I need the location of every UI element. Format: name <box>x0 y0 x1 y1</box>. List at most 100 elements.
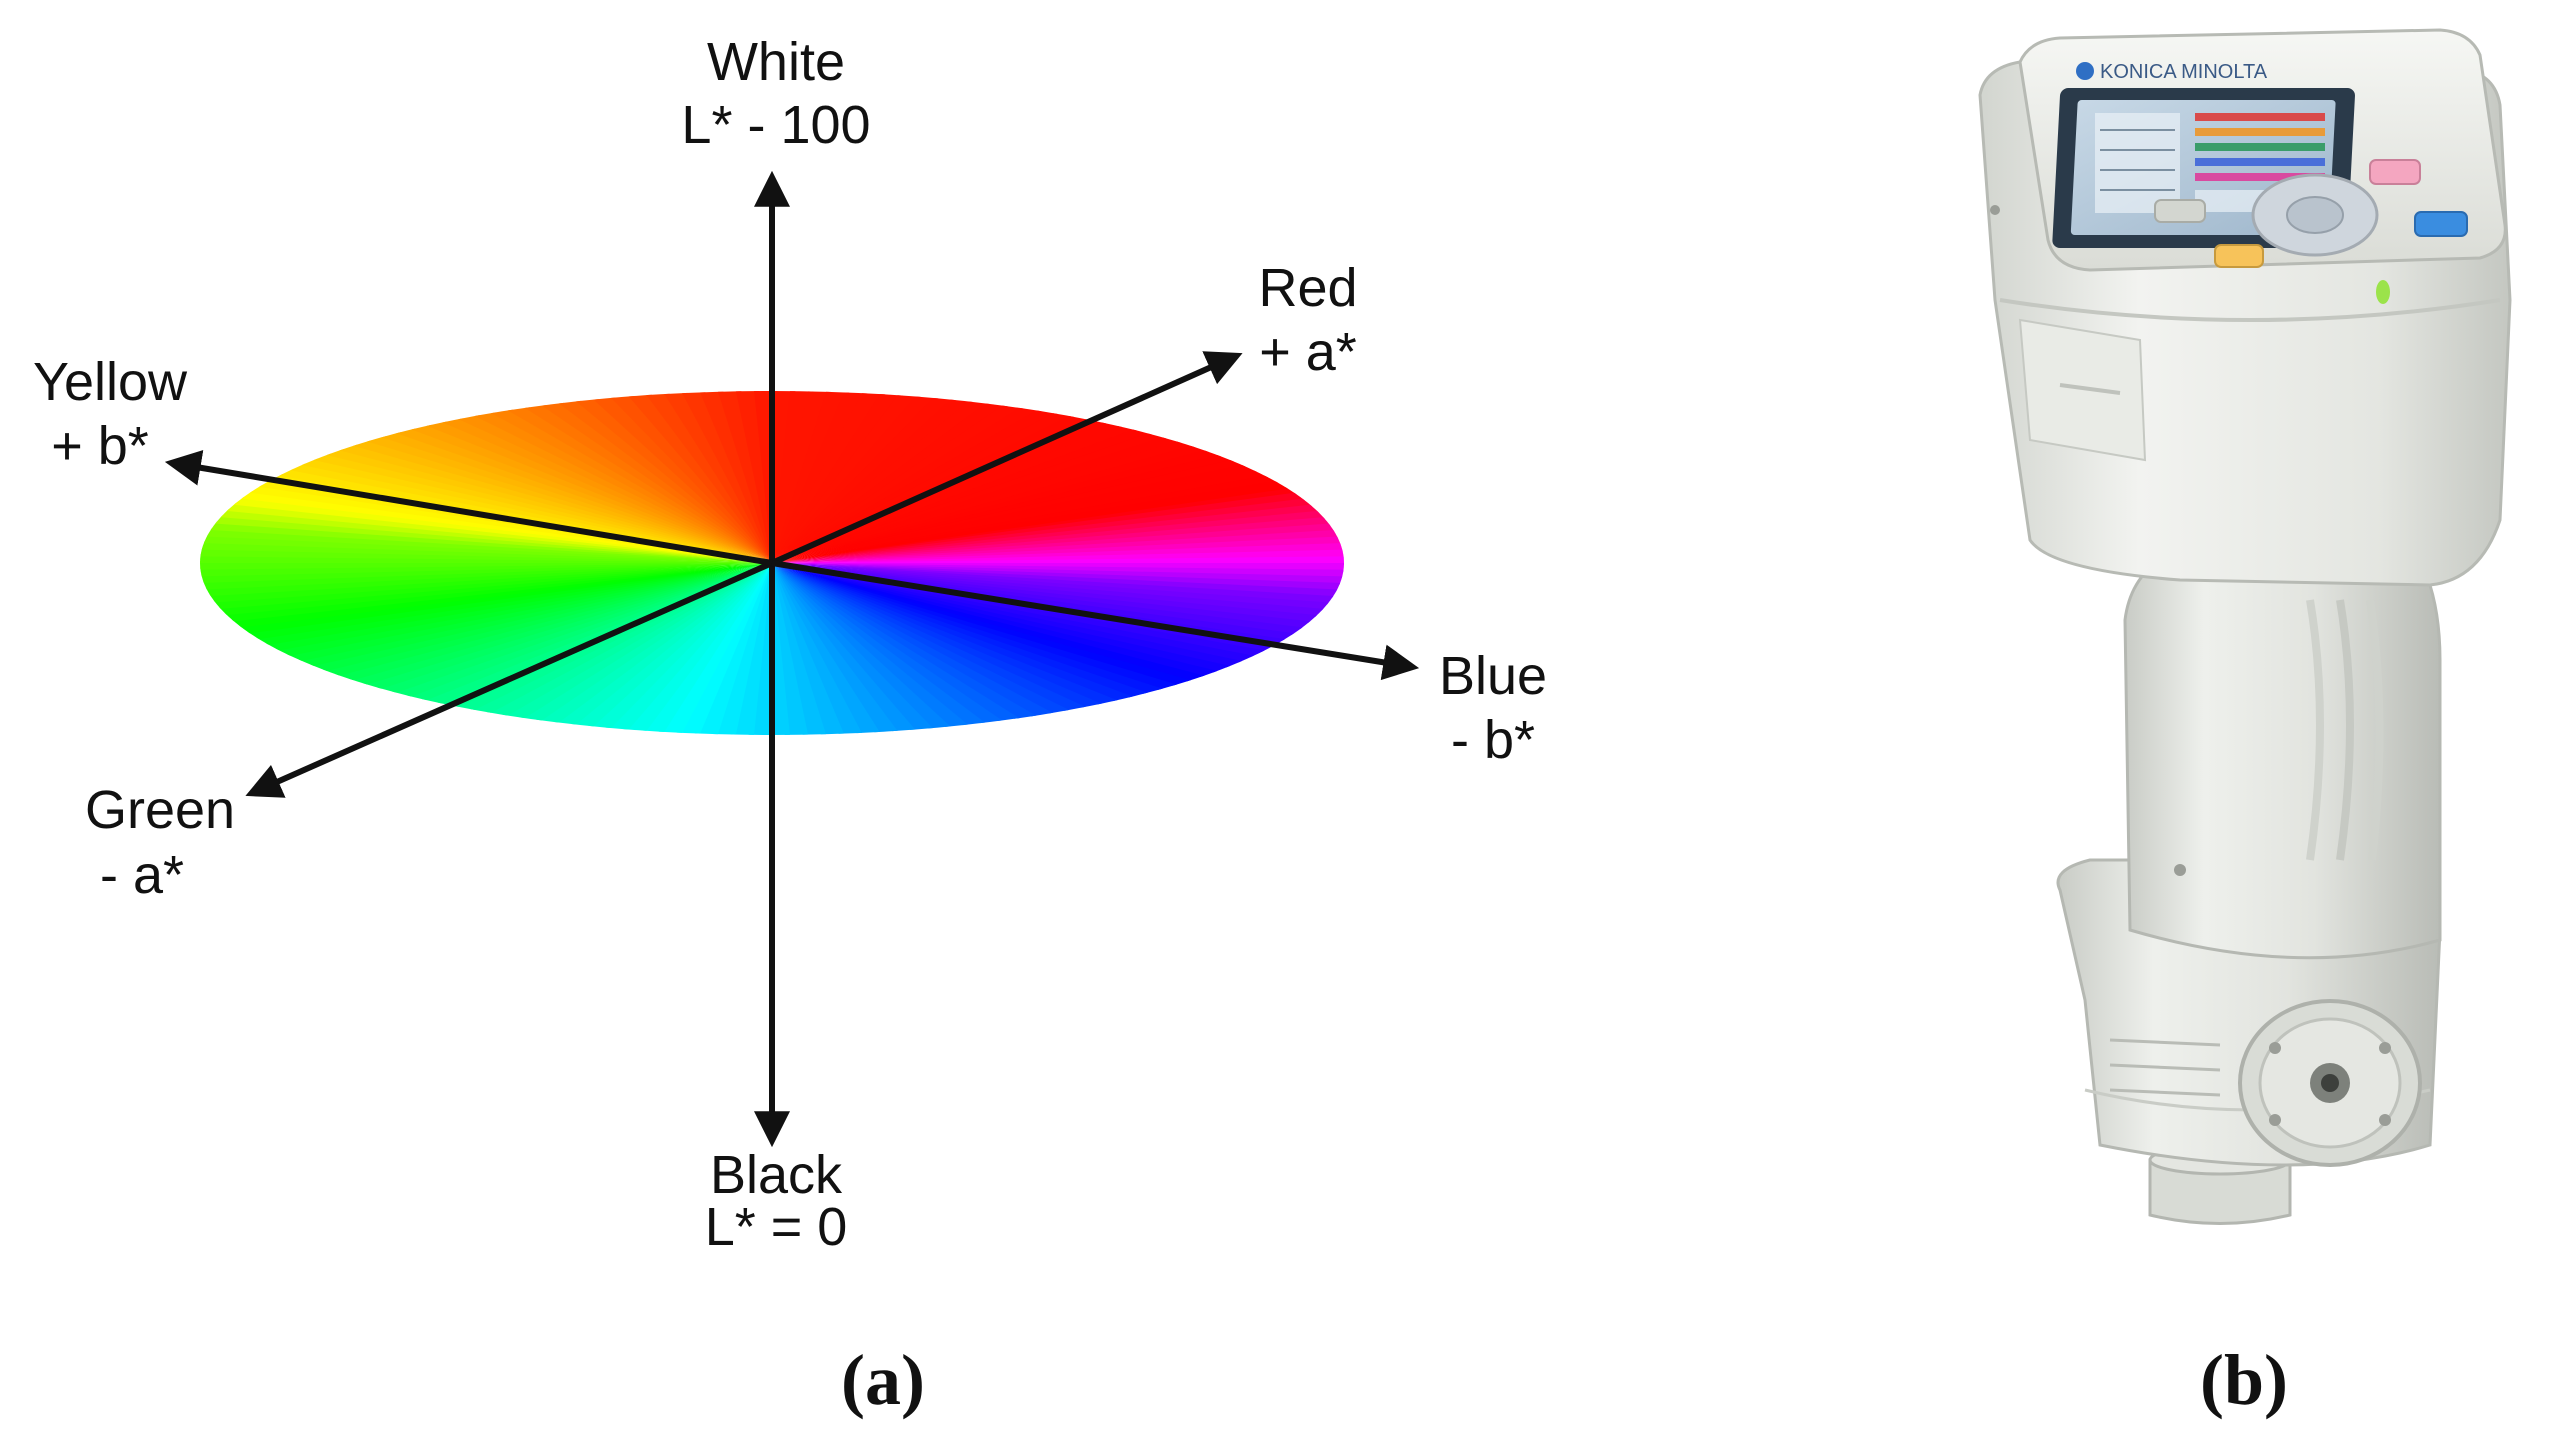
green-axis <box>245 560 774 798</box>
color-wheel-wedge <box>242 461 772 563</box>
color-wheel-wedge <box>326 422 772 563</box>
color-wheel-wedge <box>647 391 772 563</box>
color-wheel-wedge <box>350 563 772 712</box>
color-wheel-wedge <box>466 563 772 735</box>
color-wheel-wedge <box>490 391 772 563</box>
color-wheel-wedge <box>772 563 1016 735</box>
color-wheel-wedge <box>772 463 1305 563</box>
color-wheel-wedge <box>772 563 1090 735</box>
color-wheel-wedge <box>772 563 1281 677</box>
color-wheel-wedge <box>772 542 1344 563</box>
color-wheel-wedge <box>772 563 1270 683</box>
device-grip <box>2123 558 2442 960</box>
color-wheel-wedge <box>772 563 1218 704</box>
yellow-label: Yellow <box>33 352 188 412</box>
color-wheel-wedge <box>402 400 772 563</box>
color-wheel-wedge <box>200 563 772 598</box>
color-wheel-wedge <box>213 563 772 645</box>
color-wheel-wedge <box>772 393 1113 563</box>
color-wheel-wedge <box>431 563 772 733</box>
color-wheel-wedge <box>772 563 1142 726</box>
black-value: L* = 0 <box>705 1197 848 1257</box>
color-wheel-wedge <box>772 507 1344 563</box>
color-wheel-wedge <box>365 563 772 717</box>
color-wheel-wedge <box>772 563 938 735</box>
color-wheel-wedge <box>772 563 1072 735</box>
color-wheel-wedge <box>772 563 1258 688</box>
color-wheel-wedge <box>606 391 772 563</box>
color-wheel-wedge <box>772 556 1344 566</box>
color-wheel-wedge <box>419 396 772 563</box>
color-wheel-wedge <box>772 414 1194 563</box>
color-wheel-wedge <box>772 434 1249 563</box>
cielab-diagram: White L* - 100 Red + a* Yellow + b* Blue… <box>33 32 1547 1420</box>
color-wheel-wedge <box>772 563 814 735</box>
color-wheel-wedge <box>274 443 772 563</box>
color-wheel-wedge <box>772 563 1189 713</box>
color-wheel-wedge <box>688 391 772 563</box>
color-wheel-wedge <box>772 563 1125 730</box>
color-wheel-wedge <box>772 457 1295 563</box>
device-control-panel: KONICA MINOLTA <box>2018 28 2507 304</box>
color-wheel-wedge <box>772 405 1163 563</box>
red-axis <box>770 351 1243 566</box>
color-wheel-wedge <box>772 563 1292 671</box>
color-wheel-wedge <box>772 563 1035 735</box>
white-value: L* - 100 <box>681 95 870 155</box>
color-wheel-wedge <box>772 469 1314 563</box>
color-wheel-wedge <box>200 560 772 570</box>
color-wheel-wedge <box>206 563 773 638</box>
yellow-value: + b* <box>51 416 149 476</box>
caption-b: (b) <box>2200 1340 2288 1420</box>
device-nav-center <box>2286 196 2344 234</box>
color-wheel-wedge <box>312 427 772 563</box>
color-wheel-wedge <box>472 391 772 563</box>
color-wheel-wedge <box>772 563 856 735</box>
color-wheel-disc <box>200 391 1344 735</box>
color-wheel-wedge <box>772 549 1344 563</box>
color-wheel-wedge <box>709 391 772 563</box>
color-wheel-wedge <box>772 409 1179 563</box>
color-wheel-wedge <box>772 563 1174 718</box>
color-wheel-wedge <box>454 391 772 563</box>
color-wheel-wedge <box>286 438 772 563</box>
color-wheel-wedge <box>772 424 1223 563</box>
color-wheel-wedge <box>448 563 772 735</box>
color-wheel-wedge <box>772 514 1344 563</box>
color-wheel-wedge <box>772 475 1323 563</box>
color-wheel-wedge <box>772 419 1208 563</box>
device-button-blue <box>2414 211 2468 237</box>
color-wheel-wedge <box>772 563 918 735</box>
color-wheel-wedge <box>239 563 773 663</box>
color-wheel-wedge <box>772 563 1302 665</box>
color-wheel-wedge <box>772 494 1344 563</box>
color-wheel-wedge <box>200 563 772 632</box>
color-wheel-wedge <box>730 391 772 563</box>
color-wheel-wedge <box>772 563 1108 734</box>
color-wheel-wedge <box>772 563 897 735</box>
color-wheel-wedge <box>667 391 772 563</box>
color-wheel-wedge <box>230 563 772 657</box>
color-wheel-wedge <box>566 391 772 563</box>
color-wheel-wedge <box>772 391 1096 563</box>
brand-label: KONICA MINOLTA <box>2100 61 2268 83</box>
color-wheel-wedge <box>436 392 772 563</box>
color-wheel-wedge <box>509 391 772 563</box>
device-button-yellow <box>2214 244 2264 268</box>
color-wheel-wedge <box>772 563 1158 722</box>
colorimeter-device-illustration: KONICA MINOLTA <box>1978 28 2512 1420</box>
color-wheel-wedge <box>772 391 1078 563</box>
color-wheel-wedge <box>547 391 772 563</box>
color-wheel-wedge <box>772 563 1054 735</box>
color-wheel-wedge <box>299 432 772 563</box>
caption-a: (a) <box>841 1340 925 1420</box>
color-wheel-wedge <box>336 563 772 707</box>
color-wheel-wedge <box>355 413 772 563</box>
blue-value: - b* <box>1451 710 1535 770</box>
color-wheel-wedge <box>772 563 978 735</box>
color-wheel-wedge <box>200 563 772 591</box>
green-label: Green <box>85 780 235 840</box>
color-wheel-wedge <box>772 563 1245 694</box>
color-wheel-wedge <box>221 563 773 651</box>
